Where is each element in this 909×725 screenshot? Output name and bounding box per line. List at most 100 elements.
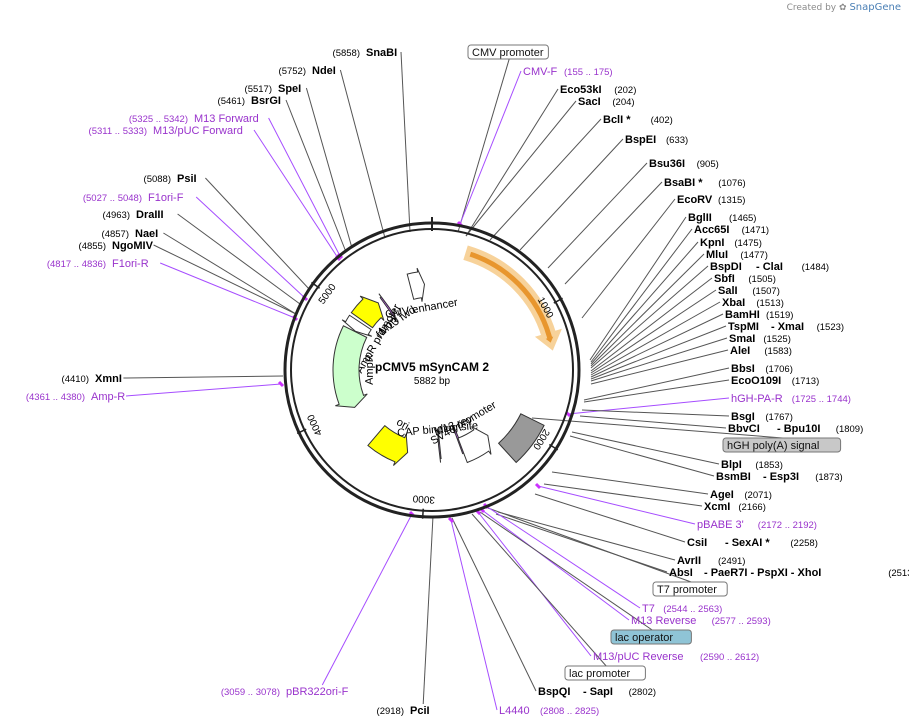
site-position: (1475) — [734, 238, 761, 249]
leader-line — [495, 513, 668, 573]
tick-mark — [421, 508, 424, 519]
enzyme-label-ngomiv: NgoMIV(4855) — [79, 240, 154, 252]
leader-line — [590, 337, 728, 382]
enzyme-label-sali: SalI(1507) — [718, 285, 780, 297]
site-name: F1ori-F — [148, 192, 184, 204]
site-name: BclI * — [603, 114, 631, 126]
feature-box-text: lac operator — [615, 632, 673, 644]
site-position: (1076) — [718, 178, 745, 189]
site-position: (1507) — [752, 286, 779, 297]
leader-line — [497, 511, 676, 561]
leader-line — [489, 118, 602, 241]
site-position: (5325 .. 5342) — [129, 114, 188, 125]
enzyme-label-spei: SpeI (5517) — [245, 83, 302, 95]
leader-line — [590, 313, 724, 378]
site-position: (204) — [612, 97, 634, 108]
credit-brand: SnapGene — [849, 2, 901, 13]
site-name: BamHI — [725, 309, 760, 321]
leader-line — [590, 277, 713, 372]
feature-box-hgh-poly-a-signal: hGH poly(A) signal — [722, 437, 842, 453]
primer-label-hgh-pa-r: hGH-PA-R(1725 .. 1744) — [731, 393, 851, 405]
leader-line — [487, 507, 692, 583]
primer-label-pbabe-3: pBABE 3'(2172 .. 2192) — [697, 519, 817, 531]
leader-line — [589, 216, 687, 361]
site-name: BspQI — [538, 686, 570, 698]
site-position: (1315) — [718, 195, 745, 206]
leader-line — [485, 505, 641, 609]
enzyme-label-bsrgi: BsrGI(5461) — [218, 95, 281, 107]
feature-sv40-ori — [497, 413, 545, 464]
primer-label-cmv-f: CMV-F(155 .. 175) — [523, 66, 613, 78]
site-position: (202) — [614, 85, 636, 96]
feature-m13-fwd — [378, 293, 399, 322]
site-position: (1505) — [748, 274, 775, 285]
tick-mark — [553, 297, 563, 304]
site-name: SbfI — [714, 273, 735, 285]
leader-line — [581, 198, 676, 319]
site-name: BglII — [688, 212, 712, 224]
enzyme-label-xcmi: XcmI(2166) — [704, 501, 766, 513]
primer-label-m13-puc-forward: M13/pUC Forward(5311 .. 5333) — [89, 125, 243, 137]
enzyme-label-mlui: MluI(1477) — [706, 249, 768, 261]
site-name: SacI — [578, 96, 601, 108]
site-name: T7 — [642, 603, 655, 615]
leader-line — [537, 485, 696, 525]
site-name: Bsu36I — [649, 158, 685, 170]
feature-msyncam-2 — [463, 245, 562, 351]
leader-line — [543, 483, 703, 507]
leader-line — [479, 511, 653, 631]
feature-box-frame — [652, 581, 728, 597]
site-name: BsmBI — [716, 471, 751, 483]
feature-label-ori: ori — [394, 416, 410, 432]
enzyme-label-agei: AgeI(2071) — [710, 489, 772, 501]
site-name: AvrII — [677, 555, 701, 567]
site-name: L4440 — [499, 705, 530, 717]
site-position: (4410) — [62, 374, 89, 385]
leader-line — [125, 383, 282, 397]
primer-label-m13-puc-reverse: M13/pUC Reverse(2590 .. 2612) — [593, 651, 759, 663]
site-name: XcmI — [704, 501, 730, 513]
site-position: (4963) — [103, 210, 130, 221]
site-position: (905) — [697, 159, 719, 170]
enzyme-label-bspdi: BspDI- ClaI(1484) — [710, 261, 829, 273]
site-name: SpeI — [278, 83, 301, 95]
site-name: NgoMIV — [112, 240, 154, 252]
site-position: (2491) — [718, 556, 745, 567]
leader-line — [450, 519, 498, 711]
site-name: XbaI — [722, 297, 745, 309]
leader-line — [567, 397, 730, 415]
site-name: DraIII — [136, 209, 164, 221]
site-position: (1706) — [765, 364, 792, 375]
site-name: EcoRV — [677, 194, 713, 206]
site-position: (2513) — [888, 568, 909, 579]
leader-line — [481, 509, 630, 621]
site-name: CMV-F — [523, 66, 558, 78]
enzyme-label-ecoo109i: EcoO109I(1713) — [731, 375, 819, 387]
site-position: (1471) — [742, 225, 769, 236]
feature-ampr-promoter — [341, 314, 373, 337]
primer-label-f1ori-r: F1ori-R(4817 .. 4836) — [47, 258, 149, 270]
leader-line — [547, 162, 648, 269]
feature-cmv-enhancer — [406, 267, 425, 302]
primer-label-t7: T7(2544 .. 2563) — [642, 603, 722, 615]
site-name: EcoO109I — [731, 375, 781, 387]
site-name: Acc65I — [694, 224, 729, 236]
plasmid-name: pCMV5 mSynCAM 2 — [375, 360, 489, 374]
site-position: (5311 .. 5333) — [89, 126, 147, 137]
feature-box-lac-promoter: lac promoter — [564, 665, 646, 681]
enzyme-label-sbfi: SbfI (1505) — [714, 273, 776, 285]
enzyme-label-xbai: XbaI (1513) — [722, 297, 784, 309]
enzyme-label-avrii: AvrII (2491) — [677, 555, 745, 567]
site-position: (5517) — [245, 84, 272, 95]
leader-line — [590, 301, 721, 376]
feature-box-cmv-promoter: CMV promoter — [467, 44, 549, 60]
site-position: (1519) — [766, 310, 793, 321]
leader-line — [465, 100, 577, 237]
enzyme-label-bbvci: BbvCI- Bpu10I(1809) — [728, 423, 863, 435]
site-position: (1513) — [756, 298, 783, 309]
site-name-extra: - SapI — [583, 686, 613, 698]
enzyme-label-snabi: SnaBI(5858) — [333, 47, 398, 59]
site-position: (3059 .. 3078) — [221, 687, 280, 698]
site-name: CsiI — [687, 537, 707, 549]
